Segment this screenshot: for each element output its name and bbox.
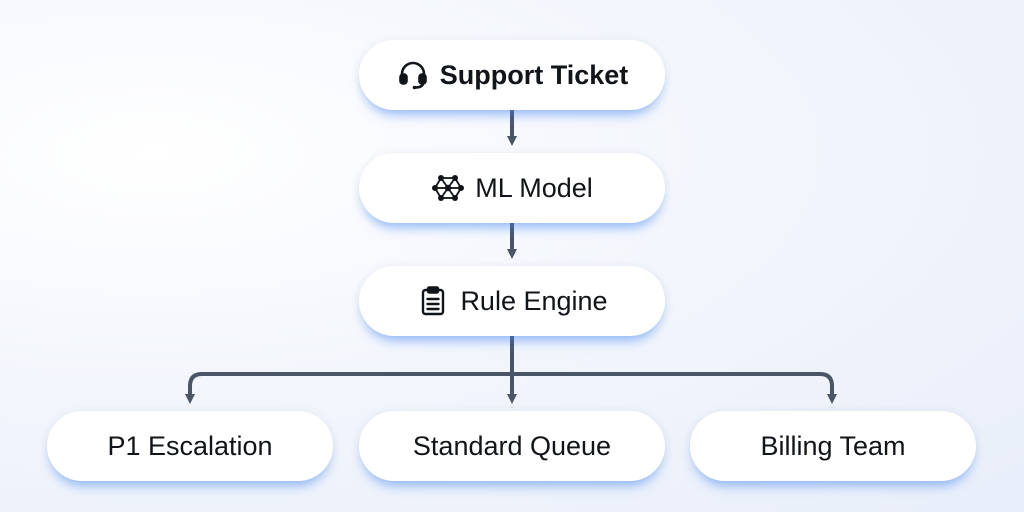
rule-engine-node: Rule Engine [359, 266, 665, 336]
clipboard-icon [416, 284, 450, 318]
support-ticket-node: Support Ticket [359, 40, 665, 110]
headset-icon [396, 58, 430, 92]
p1-escalation-node: P1 Escalation [47, 411, 333, 481]
standard-queue-node: Standard Queue [359, 411, 665, 481]
arrow-rule-to-p1 [185, 372, 514, 404]
billing-team-node: Billing Team [690, 411, 976, 481]
billing-team-label: Billing Team [760, 430, 906, 461]
ml-model-label: ML Model [475, 172, 593, 203]
arrow-rule-to-billing [510, 372, 837, 404]
support-ticket-label: Support Ticket [439, 59, 629, 90]
neural-network-icon [431, 171, 465, 205]
rule-engine-label: Rule Engine [460, 285, 608, 316]
p1-escalation-label: P1 Escalation [107, 430, 273, 461]
ml-model-node: ML Model [359, 153, 665, 223]
standard-queue-label: Standard Queue [412, 430, 612, 461]
